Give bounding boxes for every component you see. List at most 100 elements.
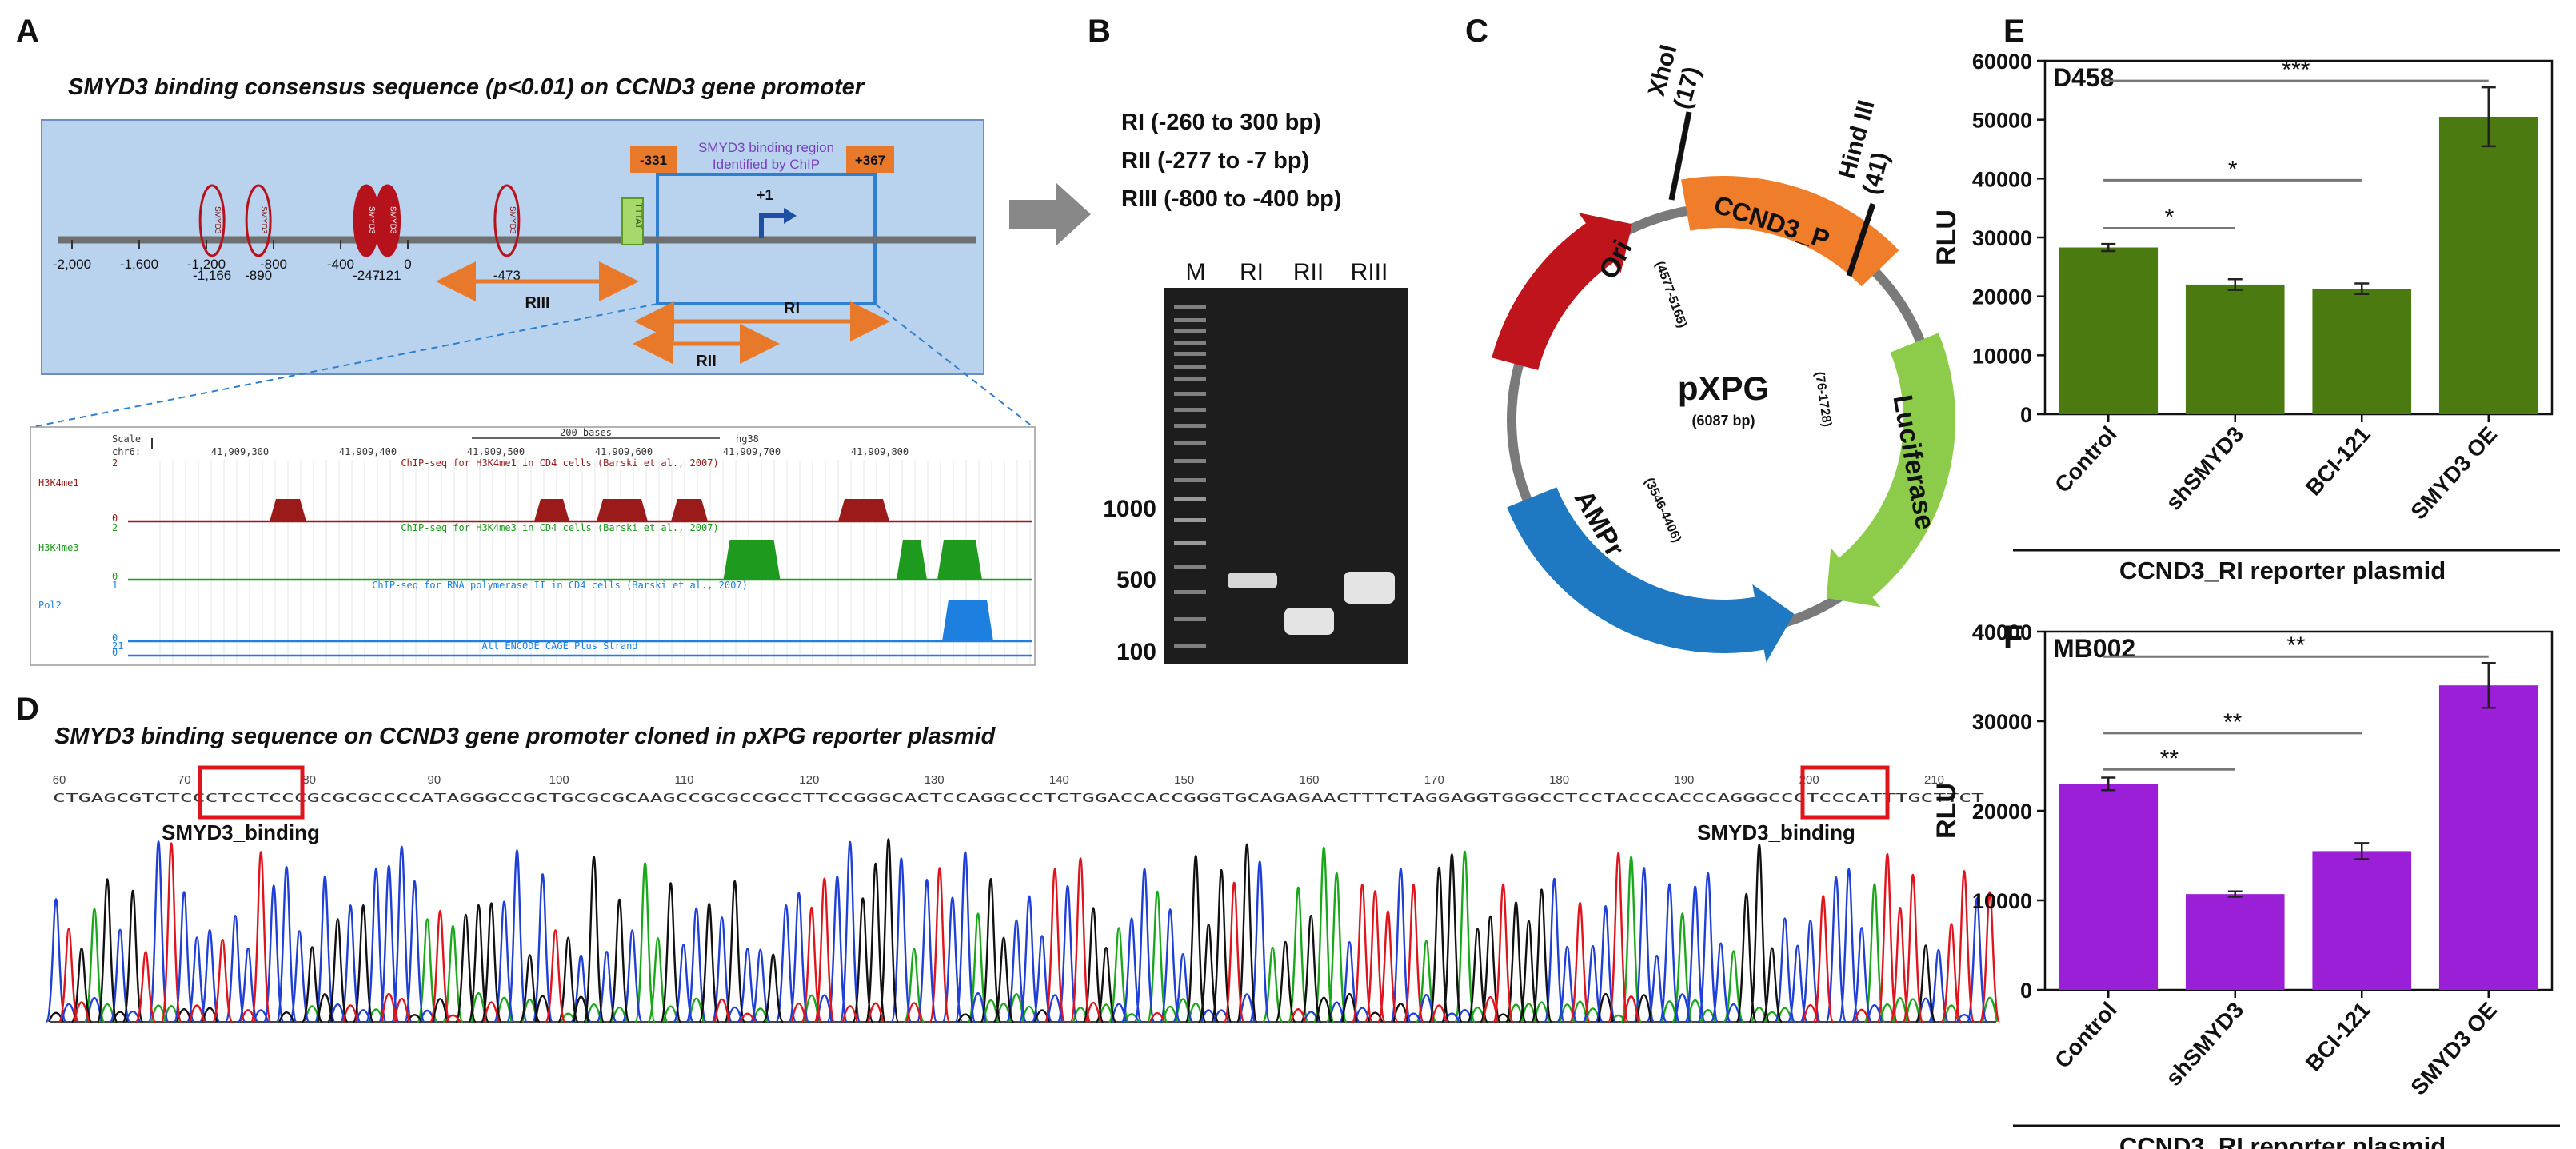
ladder-band bbox=[1174, 377, 1206, 381]
smyd3-binding-label-left: SMYD3_binding bbox=[162, 820, 320, 844]
smyd3-site bbox=[198, 184, 226, 257]
track-max: 21 bbox=[112, 640, 123, 652]
browser-coordinate: 41,909,700 bbox=[723, 446, 781, 457]
x-tick-label: BCI-121 bbox=[2301, 997, 2375, 1075]
y-tick-label: 0 bbox=[2020, 979, 2032, 1003]
track-description: ChIP-seq for RNA polymerase II in CD4 ce… bbox=[372, 580, 748, 591]
browser-scale-label: Scale bbox=[112, 433, 141, 445]
band-ri bbox=[1228, 573, 1277, 588]
track-peak bbox=[671, 499, 708, 521]
smyd3-binding-label-right: SMYD3_binding bbox=[1697, 820, 1855, 844]
significance-label: * bbox=[2228, 156, 2238, 182]
y-tick-label: 20000 bbox=[1972, 285, 2032, 309]
zoom-line-left bbox=[31, 303, 658, 428]
gel-lane-label: RII bbox=[1293, 259, 1324, 285]
sequence-position: 120 bbox=[799, 773, 819, 787]
sequence-position: 140 bbox=[1049, 773, 1069, 787]
panel-a-label: A bbox=[16, 14, 39, 49]
plasmid-feature-range: (3546-4406) bbox=[1642, 476, 1683, 545]
ccnd3-insert bbox=[1681, 176, 1899, 287]
plasmid-size: (6087 bp) bbox=[1691, 413, 1755, 429]
band-riii bbox=[1344, 572, 1395, 604]
track-peak bbox=[942, 600, 993, 641]
y-tick-label: 10000 bbox=[1972, 889, 2032, 913]
fragment-rii-label: RII bbox=[696, 353, 717, 370]
fragment-riii-range: RIII (-800 to -400 bp) bbox=[1121, 186, 1342, 212]
track-peak bbox=[597, 499, 648, 521]
track-description: ChIP-seq for H3K4me3 in CD4 cells (Barsk… bbox=[401, 522, 718, 533]
ladder-band bbox=[1174, 459, 1206, 463]
panel-d: D SMYD3 binding sequence on CCND3 gene p… bbox=[16, 692, 2001, 1023]
dna-sequence: CTGAGCGTCTCCCTCCTCCCGCGCGCCCCATAGGGCCGCT… bbox=[53, 791, 1984, 805]
fragment-riii-label: RIII bbox=[525, 294, 549, 312]
plasmid-feature-range: (76-1728) bbox=[1812, 371, 1833, 428]
significance-label: * bbox=[2165, 204, 2175, 230]
ladder-band bbox=[1174, 341, 1206, 345]
chart-title: MB002 bbox=[2053, 634, 2135, 663]
bar-bci-121 bbox=[2312, 851, 2412, 990]
smyd3-site-text: SMYD3 bbox=[259, 206, 268, 234]
gray-arrow-icon bbox=[1009, 182, 1091, 246]
ladder-band bbox=[1174, 441, 1206, 445]
smyd3-site-text: SMYD3 bbox=[508, 206, 517, 234]
smyd3-binding-box-left bbox=[198, 765, 305, 820]
smyd3-site-position: -247 bbox=[353, 268, 380, 283]
tata-box-label: TTTAT bbox=[633, 203, 643, 229]
ladder-band bbox=[1174, 478, 1206, 482]
x-tick-label: shSMYD3 bbox=[2161, 997, 2248, 1091]
tss-arrow bbox=[759, 213, 785, 238]
fragment-ri-label: RI bbox=[784, 300, 800, 317]
sequence-position: 160 bbox=[1299, 773, 1319, 787]
axis-tick-label: -400 bbox=[327, 257, 354, 272]
track-max: 2 bbox=[112, 457, 118, 469]
ladder-band bbox=[1174, 424, 1206, 428]
tss-label: +1 bbox=[757, 187, 773, 203]
y-tick-label: 40000 bbox=[1972, 620, 2032, 644]
smyd3-site-position: -890 bbox=[245, 268, 272, 283]
smyd3-site-position: -121 bbox=[374, 268, 401, 283]
y-axis-label: RLU bbox=[1931, 209, 1962, 265]
ladder-band bbox=[1174, 305, 1206, 309]
sequence-position: 210 bbox=[1924, 773, 1944, 787]
sequence-position: 150 bbox=[1174, 773, 1194, 787]
ladder-band bbox=[1174, 541, 1206, 545]
axis-tick-label: -800 bbox=[260, 257, 287, 272]
significance-label: ** bbox=[2160, 745, 2179, 772]
tata-box bbox=[621, 197, 644, 245]
hindiii-site-marker bbox=[1846, 202, 1876, 277]
ladder-band bbox=[1174, 408, 1206, 412]
ladder-band bbox=[1174, 365, 1206, 369]
chip-region-title: SMYD3 binding region bbox=[698, 140, 834, 155]
y-axis-label: RLU bbox=[1931, 783, 1962, 839]
y-tick-label: 30000 bbox=[1972, 710, 2032, 734]
bar-control bbox=[2059, 247, 2159, 414]
track-peak bbox=[937, 540, 982, 580]
ladder-band bbox=[1174, 329, 1206, 333]
chromatogram-trace-G bbox=[48, 838, 1937, 1023]
gel-bands bbox=[1174, 305, 1395, 648]
bar-bci-121 bbox=[2312, 289, 2412, 414]
sequence-position: 170 bbox=[1424, 773, 1444, 787]
panel-e-chart: E D4580100002000030000400005000060000RLU… bbox=[1931, 14, 2560, 584]
ladder-band bbox=[1174, 518, 1206, 522]
x-tick-label: shSMYD3 bbox=[2161, 421, 2248, 515]
chromatogram-trace-T bbox=[58, 842, 2001, 1023]
sequence-position: 70 bbox=[178, 773, 191, 787]
bar-smyd3-oe bbox=[2438, 685, 2538, 990]
x-axis-label: CCND3_RI reporter plasmid bbox=[2119, 1132, 2446, 1149]
x-tick-label: SMYD3 OE bbox=[2406, 997, 2502, 1099]
browser-chr-label: chr6: bbox=[112, 446, 141, 457]
smyd3-site-text: SMYD3 bbox=[367, 206, 376, 234]
sequence-position: 90 bbox=[428, 773, 441, 787]
smyd3-site bbox=[374, 184, 401, 257]
browser-coordinate: 41,909,300 bbox=[211, 446, 269, 457]
sequence-position: 100 bbox=[549, 773, 569, 787]
ladder-band bbox=[1174, 590, 1206, 594]
panel-c-label: C bbox=[1465, 14, 1488, 49]
plasmid-name: pXPG bbox=[1678, 369, 1769, 407]
track-peak bbox=[723, 540, 781, 580]
